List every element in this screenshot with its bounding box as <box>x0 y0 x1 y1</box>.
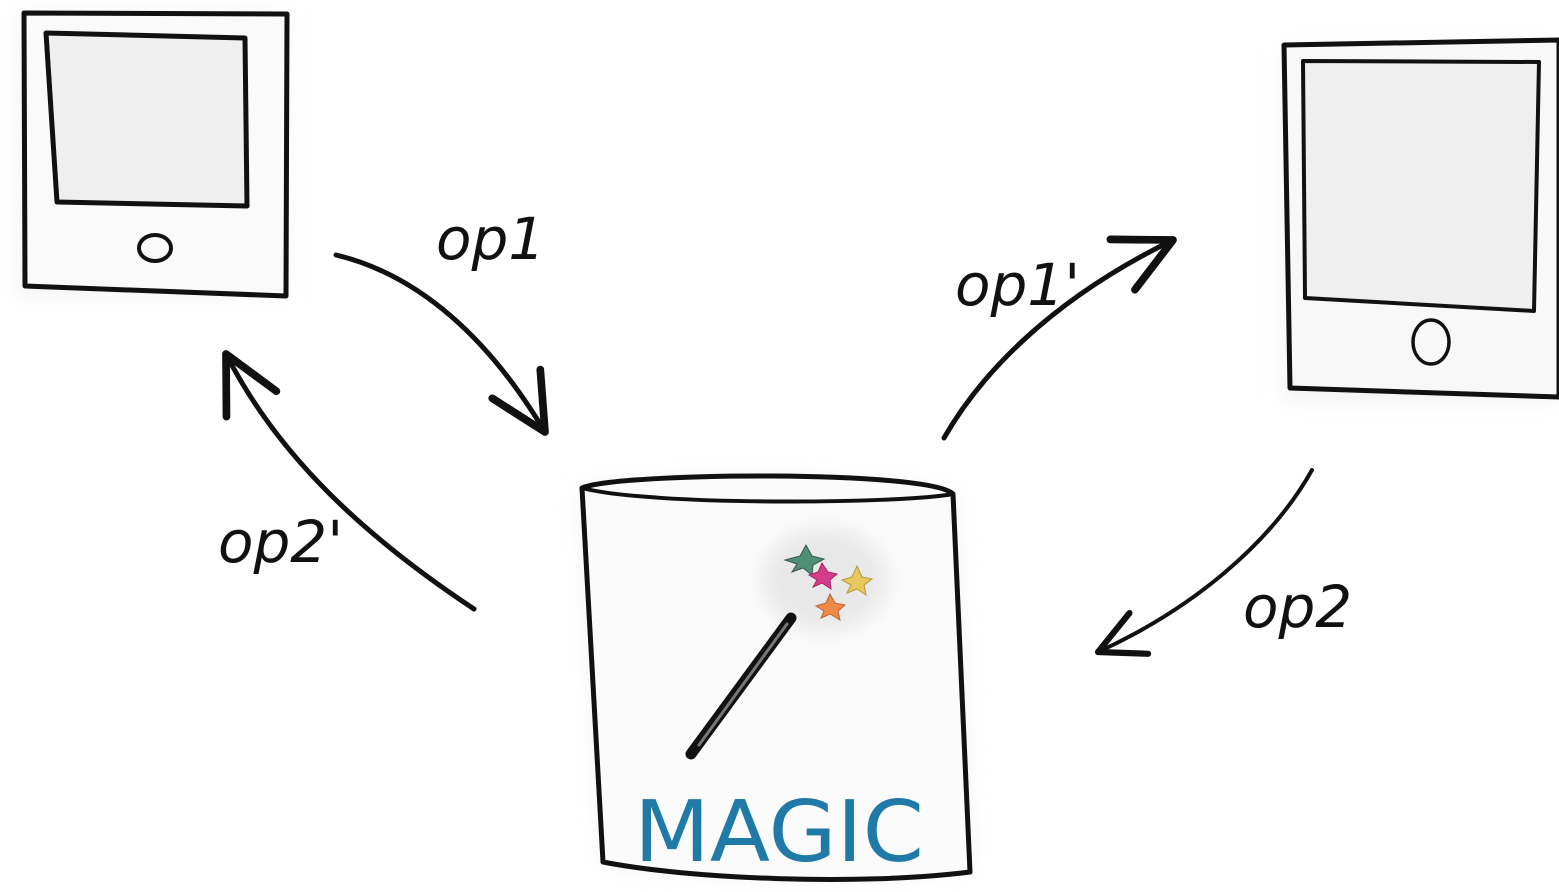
magic-label: MAGIC <box>634 783 924 882</box>
label-op1: op1 <box>436 205 545 273</box>
arrow-op1 <box>336 255 545 432</box>
label-op2: op2 <box>1243 573 1352 641</box>
right-tablet-icon <box>1284 40 1559 400</box>
label-op2-prime: op2' <box>218 508 343 576</box>
label-op1-prime: op1' <box>955 251 1080 319</box>
left-tablet-icon <box>18 13 287 296</box>
